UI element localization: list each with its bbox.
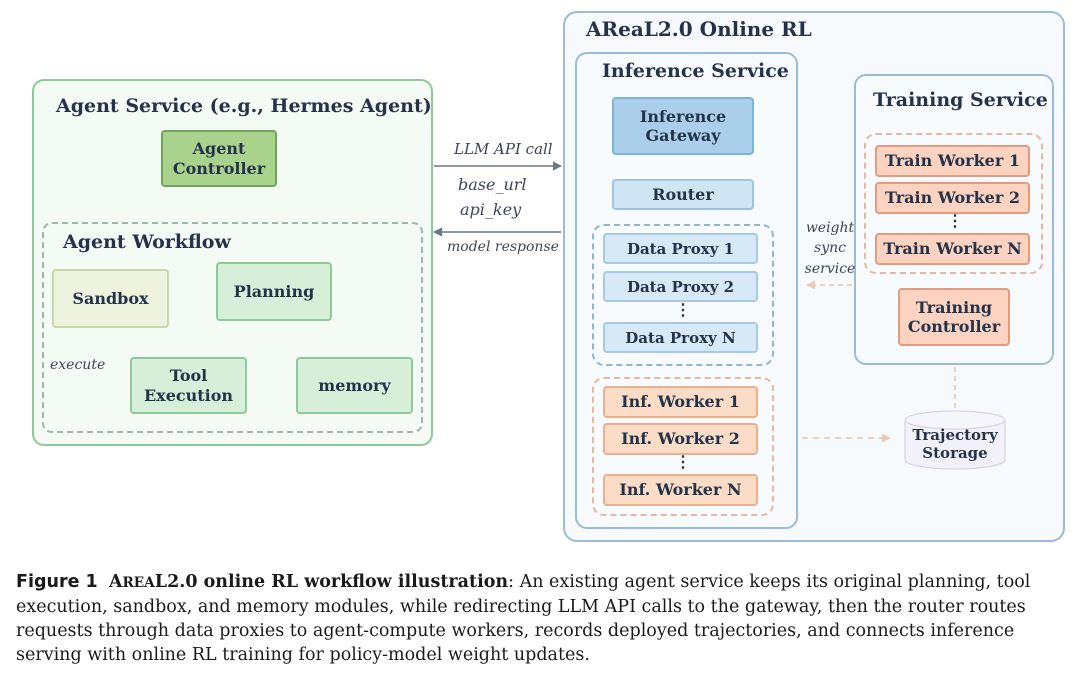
train-worker-2-box[interactable]: Train Worker 2 [875, 182, 1030, 214]
agent-workflow-panel [42, 222, 423, 433]
caption-title-smallcaps: REA [122, 575, 155, 591]
inf-worker-n-box[interactable]: Inf. Worker N [603, 474, 758, 506]
model-response-label: model response [447, 239, 559, 255]
caption-title-rest: L2.0 online RL workflow illustration [154, 572, 509, 592]
caption-title-prefix: A [108, 572, 123, 592]
inference-service-title: Inference Service [602, 60, 789, 82]
inf-worker-group [592, 377, 774, 516]
train-worker-ellipsis: ⋮ [947, 211, 963, 230]
train-worker-group [864, 133, 1043, 274]
router-box[interactable]: Router [612, 179, 754, 210]
sandbox-box[interactable]: Sandbox [52, 269, 169, 328]
inf-worker-ellipsis: ⋮ [675, 452, 691, 471]
training-service-title: Training Service [873, 89, 1048, 111]
areal-title: AReaL2.0 Online RL [586, 17, 812, 41]
inf-worker-1-box[interactable]: Inf. Worker 1 [603, 386, 758, 418]
train-worker-1-box[interactable]: Train Worker 1 [875, 145, 1030, 177]
agent-controller-box[interactable]: Agent Controller [161, 130, 277, 187]
weight-sync-label: weight sync service [804, 220, 856, 277]
api-key-label: api_key [460, 200, 522, 219]
train-worker-n-box[interactable]: Train Worker N [875, 233, 1030, 265]
planning-box[interactable]: Planning [216, 262, 332, 321]
caption-figure-label: Figure 1 [16, 572, 98, 592]
caption-text: : An existing agent service keeps its or… [16, 572, 1031, 665]
llm-api-call-label: LLM API call [454, 140, 553, 158]
training-controller-box[interactable]: Training Controller [898, 288, 1010, 346]
inference-gateway-box[interactable]: Inference Gateway [612, 97, 754, 155]
base-url-label: base_url [458, 175, 527, 194]
figure-caption: Figure 1 AREAL2.0 online RL workflow ill… [16, 570, 1066, 667]
tool-execution-box[interactable]: Tool Execution [130, 357, 247, 414]
trajectory-storage-label[interactable]: Trajectory Storage [912, 426, 998, 462]
inf-worker-2-box[interactable]: Inf. Worker 2 [603, 423, 758, 455]
execute-label: execute [50, 357, 106, 373]
data-proxy-ellipsis: ⋮ [675, 300, 691, 319]
data-proxy-2-box[interactable]: Data Proxy 2 [603, 271, 758, 302]
data-proxy-n-box[interactable]: Data Proxy N [603, 322, 758, 353]
caption-title: AREAL2.0 online RL workflow illustration [109, 572, 508, 592]
agent-workflow-title: Agent Workflow [63, 231, 231, 253]
data-proxy-1-box[interactable]: Data Proxy 1 [603, 233, 758, 264]
agent-service-title: Agent Service (e.g., Hermes Agent) [56, 95, 432, 117]
memory-box[interactable]: memory [296, 357, 413, 414]
data-proxy-group [592, 224, 774, 366]
